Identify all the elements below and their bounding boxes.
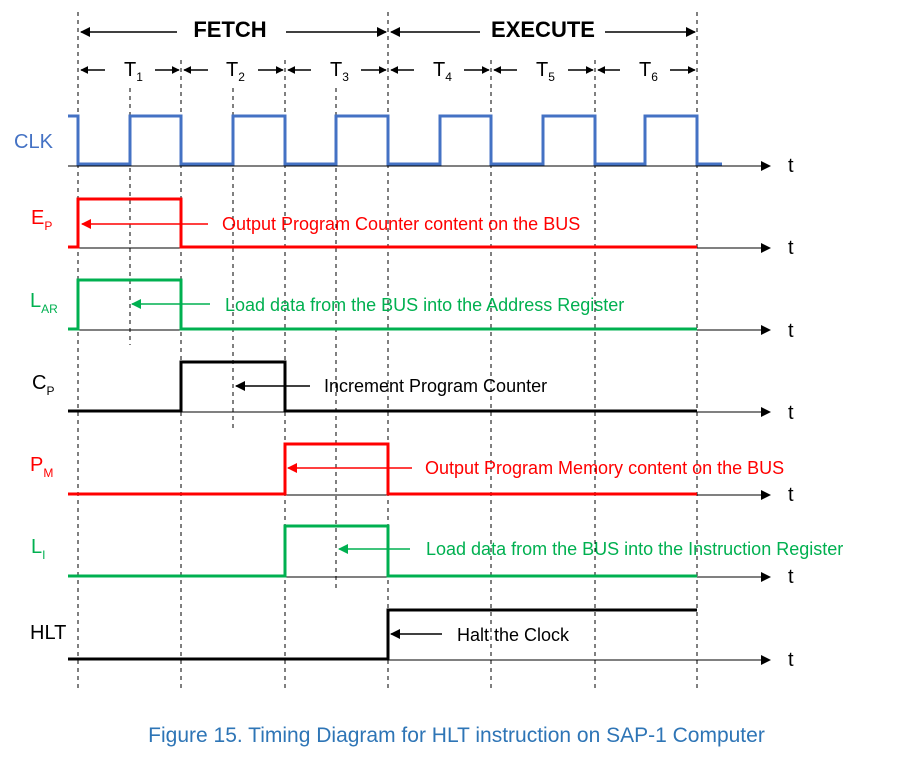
t-state-label: T5 [536,59,555,84]
axis-t-labels: t t t t t t t [788,155,794,671]
pm-annotation: Output Program Memory content on the BUS [425,458,784,478]
figure-caption: Figure 15. Timing Diagram for HLT instru… [148,724,765,747]
axis-t-label: t [788,155,794,177]
signal-label-li: LI [31,536,45,562]
ep-annotation: Output Program Counter content on the BU… [222,214,580,234]
cp-waveform [68,360,697,413]
axis-t-label: t [788,402,794,424]
t-state-label: T2 [226,59,245,84]
pm-waveform [68,442,697,496]
axis-t-label: t [788,237,794,259]
signal-label-ep: EP [31,207,52,233]
lar-annotation: Load data from the BUS into the Address … [225,295,624,315]
fetch-label: FETCH [193,17,266,42]
ep-waveform [68,197,697,249]
signal-labels: CLK EP LAR CP PM LI HLT [14,131,66,644]
t-state-label: T1 [124,59,143,84]
lar-waveform [68,278,697,331]
execute-label: EXECUTE [491,17,595,42]
axis-t-label: t [788,484,794,506]
t-state-label: T4 [433,59,452,84]
time-axes [68,161,771,665]
li-waveform [68,524,697,578]
cp-annotation: Increment Program Counter [324,376,547,396]
clk-waveform [68,114,722,166]
annotations: Output Program Counter content on the BU… [222,214,843,645]
signal-label-lar: LAR [30,290,58,316]
signal-label-pm: PM [30,454,53,480]
signal-label-cp: CP [32,372,54,398]
signal-label-clk: CLK [14,131,54,153]
t-state-label: T3 [330,59,349,84]
hlt-waveform [68,608,697,661]
time-grid [77,12,698,690]
hlt-annotation: Halt the Clock [457,625,570,645]
t-state-label: T6 [639,59,658,84]
li-annotation: Load data from the BUS into the Instruct… [426,539,843,559]
axis-t-label: t [788,649,794,671]
signal-label-hlt: HLT [30,622,66,644]
t-state-labels: T1 T2 T3 T4 T5 T6 [124,59,658,84]
axis-t-label: t [788,320,794,342]
axis-t-label: t [788,566,794,588]
